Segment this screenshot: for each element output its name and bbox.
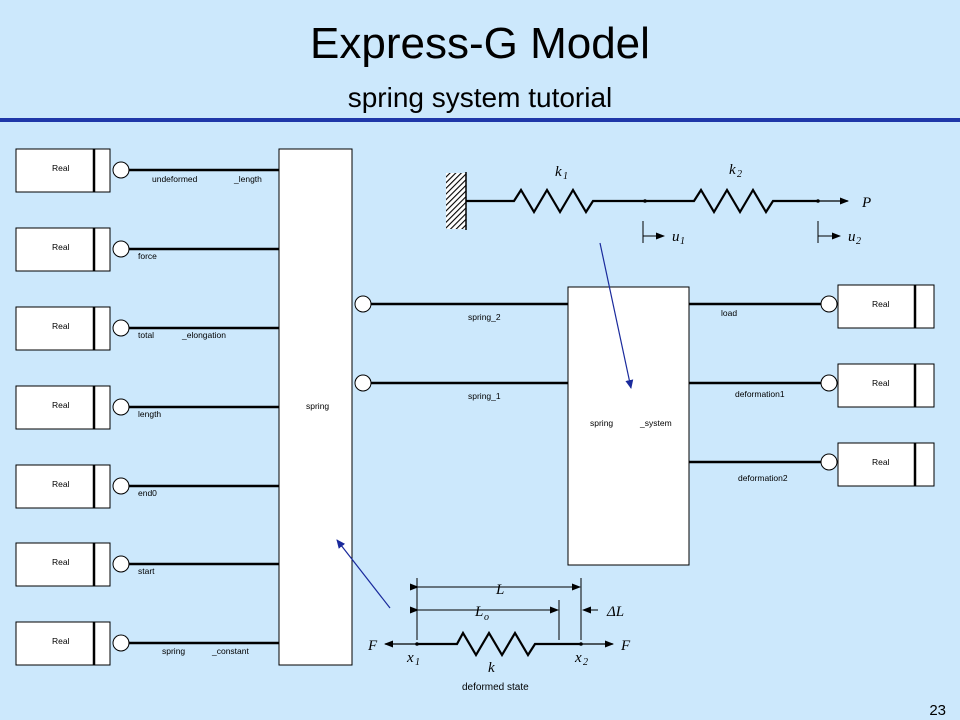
attr-name-suffix: _length	[233, 174, 262, 184]
f-left-label: F	[367, 638, 378, 654]
attr-name: total	[138, 330, 154, 340]
relation-label: spring_2	[468, 312, 501, 322]
spring-entity-box	[278, 148, 353, 666]
attr-real-total-elongation: Real total _elongation	[15, 306, 279, 351]
attr-name: deformation1	[735, 389, 785, 399]
real-type-label: Real	[52, 242, 70, 252]
single-spring-sketch: L L o ΔL F F x 1 x 2 k deformed state	[367, 578, 631, 693]
system-entity-label-suffix: _system	[639, 418, 672, 428]
delta-l-label: ΔL	[606, 604, 624, 620]
slide-title: Express-G Model	[310, 19, 650, 68]
real-type-label: Real	[52, 163, 70, 173]
slide-subtitle: spring system tutorial	[347, 82, 613, 113]
real-type-label: Real	[52, 636, 70, 646]
lo-label: L	[474, 604, 483, 620]
attr-real-spring-constant: Real spring _constant	[15, 621, 279, 666]
page-number: 23	[929, 702, 946, 719]
u2-label: u	[848, 229, 856, 245]
two-spring-sketch: k 1 k 2 P u 1 u 2	[446, 162, 871, 247]
spring-system-entity-box	[567, 286, 690, 566]
attr-name: spring	[162, 646, 185, 656]
attr-real-end0: Real end0	[15, 464, 279, 509]
system-entity-label: spring	[590, 418, 613, 428]
attr-real-deformation1: deformation1 Real	[689, 363, 935, 408]
attr-name: length	[138, 409, 161, 419]
k2-label: k	[729, 162, 736, 178]
pointer-arrow-to-spring	[336, 539, 391, 609]
title-divider	[0, 118, 960, 122]
attr-real-undeformed-length: Real undeformed _length	[15, 148, 279, 193]
attr-name-suffix: _constant	[211, 646, 249, 656]
pointer-arrow-to-system	[599, 242, 634, 389]
x2-label: x	[574, 650, 582, 666]
deformed-state-caption: deformed state	[462, 682, 529, 693]
attr-name: undeformed	[152, 174, 198, 184]
x2-subscript: 2	[583, 657, 588, 668]
attr-name: load	[721, 308, 737, 318]
attr-name: deformation2	[738, 473, 788, 483]
real-type-label: Real	[872, 457, 890, 467]
spring-entity-label: spring	[306, 401, 329, 411]
real-type-label: Real	[52, 400, 70, 410]
relation-spring-2: spring_2	[354, 295, 568, 322]
f-right-label: F	[620, 638, 631, 654]
attr-name-suffix: _elongation	[181, 330, 226, 340]
attr-real-load: load Real	[689, 284, 935, 329]
attr-name: end0	[138, 488, 157, 498]
attr-real-start: Real start	[15, 542, 279, 587]
spring-k2	[645, 187, 818, 215]
real-type-label: Real	[52, 557, 70, 567]
u1-label: u	[672, 229, 680, 245]
real-type-label: Real	[872, 378, 890, 388]
attr-real-force: Real force	[15, 227, 279, 272]
u1-subscript: 1	[680, 236, 685, 247]
attr-real-length: Real length	[15, 385, 279, 430]
attr-real-deformation2: deformation2 Real	[689, 442, 935, 487]
spring-k1	[466, 187, 645, 215]
real-type-label: Real	[52, 321, 70, 331]
k2-subscript: 2	[737, 169, 742, 180]
k-label: k	[488, 660, 495, 676]
k1-label: k	[555, 164, 562, 180]
attr-name: start	[138, 566, 155, 576]
relation-spring-1: spring_1	[354, 374, 568, 401]
x1-subscript: 1	[415, 657, 420, 668]
l-label: L	[495, 582, 504, 598]
spring-k	[417, 630, 581, 658]
real-type-label: Real	[872, 299, 890, 309]
p-label: P	[861, 195, 871, 211]
k1-subscript: 1	[563, 171, 568, 182]
lo-subscript: o	[484, 612, 489, 623]
attr-name: force	[138, 251, 157, 261]
relation-label: spring_1	[468, 391, 501, 401]
u2-subscript: 2	[856, 236, 861, 247]
x1-label: x	[406, 650, 414, 666]
real-type-label: Real	[52, 479, 70, 489]
fixed-wall-hatch	[446, 173, 466, 229]
